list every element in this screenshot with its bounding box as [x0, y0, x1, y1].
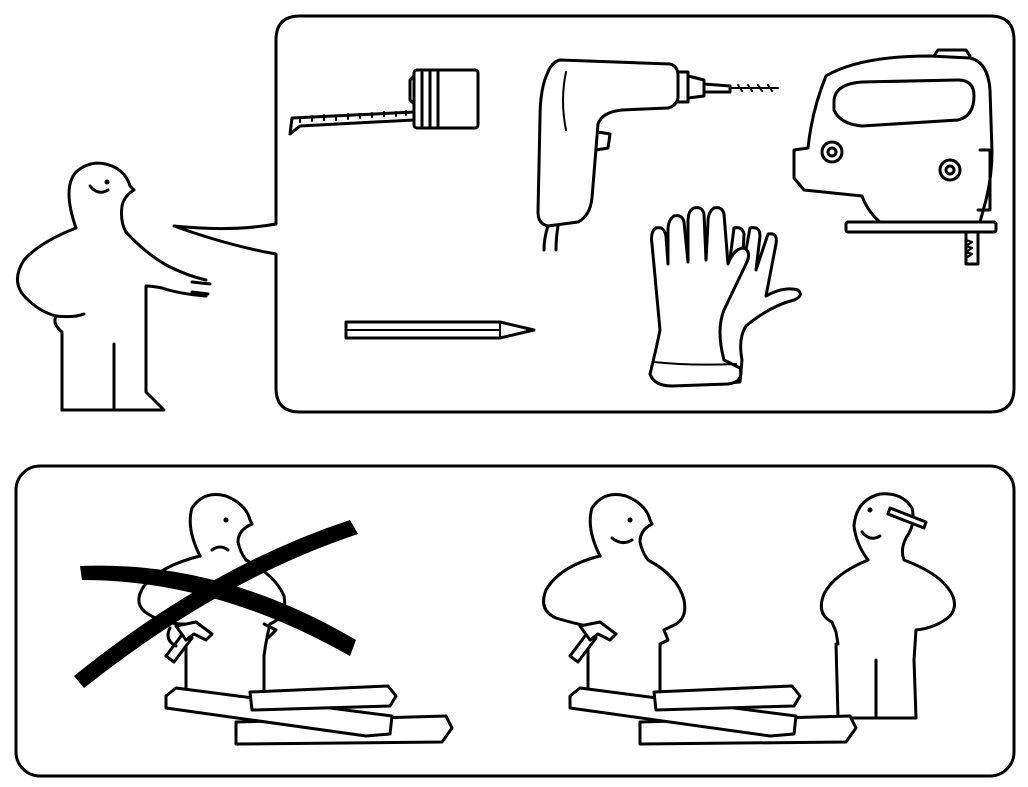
tape-measure-icon: [288, 68, 480, 136]
happy-mouth: [610, 536, 634, 545]
wrong-cross-icon: [74, 520, 358, 688]
front-glove: [648, 206, 751, 388]
presenter-figure: [16, 161, 212, 412]
sad-mouth: [210, 545, 230, 552]
presenter-fingers: [190, 280, 212, 296]
happy-eye: [627, 517, 633, 523]
presenter-smile: [88, 184, 110, 194]
helper-worker-head: [852, 492, 915, 562]
planks-right: [568, 684, 858, 746]
helper-eye: [867, 507, 873, 513]
gloves-icon: [648, 206, 802, 388]
presenter-body-right: [60, 230, 208, 412]
presenter-head: [67, 161, 136, 234]
jigsaw-icon: [792, 48, 998, 266]
wrong-way-scene: [74, 493, 454, 746]
presenter-eye: [104, 179, 110, 185]
happy-worker-head: [588, 493, 654, 562]
planks-left: [164, 684, 454, 746]
comparison-frame: [14, 464, 1016, 778]
presenter-hip-arm: [54, 312, 86, 319]
presenter-body-left: [16, 226, 78, 412]
hammer-icon: [164, 620, 214, 664]
hammer-icon-2: [568, 620, 618, 664]
right-way-scene: [542, 492, 956, 746]
comparison-panel: [14, 464, 1016, 778]
sad-worker-head: [188, 493, 254, 562]
sad-eye: [223, 517, 229, 523]
helper-mouth: [860, 530, 882, 540]
pencil-icon: [344, 320, 536, 340]
drill-icon: [536, 58, 779, 252]
pencil-behind-ear-icon: [886, 506, 928, 530]
